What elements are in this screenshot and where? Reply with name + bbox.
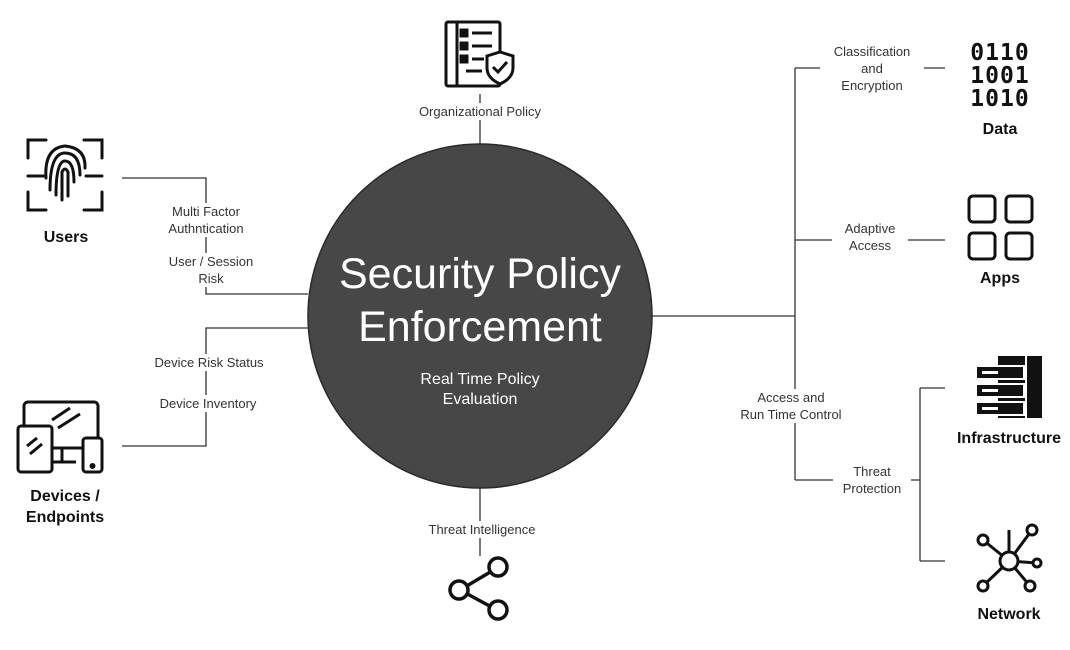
node-label-line: Devices / [30, 488, 100, 505]
connector-devices [122, 327, 308, 447]
node-label-line: Endpoints [25, 509, 105, 526]
center-title: Security Policy Enforcement [305, 248, 655, 354]
center-title-line: Enforcement [358, 303, 602, 351]
edge-label-line: and [861, 61, 883, 76]
node-label-apps: Apps [980, 270, 1020, 287]
node-label-infrastructure: Infrastructure [956, 430, 1062, 447]
edge-label-line: Encryption [841, 78, 903, 93]
node-label-network: Network [977, 606, 1041, 623]
devices-icon [16, 400, 104, 474]
edge-label-threat-protection: Threat Protection [833, 463, 911, 497]
binary-row: 1010 [970, 86, 1030, 112]
share-nodes-icon [448, 556, 509, 621]
node-label-users: Users [43, 229, 89, 246]
policy-document-shield-icon [444, 20, 515, 88]
edge-label-line: Protection [842, 481, 902, 496]
edge-label-line: Risk [198, 271, 224, 286]
server-stack-icon [975, 356, 1042, 418]
edge-label-adaptive-access: Adaptive Access [832, 220, 908, 254]
center-subtitle: Real Time Policy Evaluation [380, 370, 580, 410]
center-circle [307, 143, 653, 489]
center-subtitle-line: Evaluation [442, 391, 518, 408]
edge-label-mfa: Multi Factor Authntication [158, 203, 254, 237]
node-label-data: Data [982, 121, 1018, 138]
edge-label-line: Run Time Control [740, 407, 842, 422]
edge-label-line: Classification [833, 44, 911, 59]
apps-grid-icon [967, 194, 1034, 261]
edge-label-line: Adaptive [844, 221, 896, 236]
edge-label-device-risk-status: Device Risk Status [140, 354, 278, 371]
edge-label-line: Threat [853, 464, 891, 479]
edge-label-threat-intelligence: Threat Intelligence [419, 521, 545, 538]
node-label-devices: Devices / Endpoints [10, 486, 120, 528]
edge-label-classification: Classification and Encryption [820, 43, 924, 94]
center-title-line: Security Policy [339, 250, 621, 298]
binary-row: 1001 [970, 63, 1030, 89]
edge-label-line: User / Session [168, 254, 254, 269]
edge-label-session-risk: User / Session Risk [157, 253, 265, 287]
binary-data-icon: 0110 1001 1010 [958, 42, 1042, 111]
network-hub-icon [976, 523, 1043, 593]
edge-label-organizational-policy: Organizational Policy [405, 103, 555, 120]
edge-label-line: Authntication [168, 221, 244, 236]
edge-label-line: Multi Factor [172, 204, 240, 219]
binary-row: 0110 [970, 40, 1030, 66]
edge-label-line: Access [849, 238, 891, 253]
edge-label-line: Access and [757, 390, 825, 405]
edge-label-access-runtime: Access and Run Time Control [728, 389, 854, 423]
fingerprint-scan-icon [26, 138, 104, 212]
edge-label-device-inventory: Device Inventory [146, 395, 270, 412]
center-subtitle-line: Real Time Policy [420, 371, 540, 388]
